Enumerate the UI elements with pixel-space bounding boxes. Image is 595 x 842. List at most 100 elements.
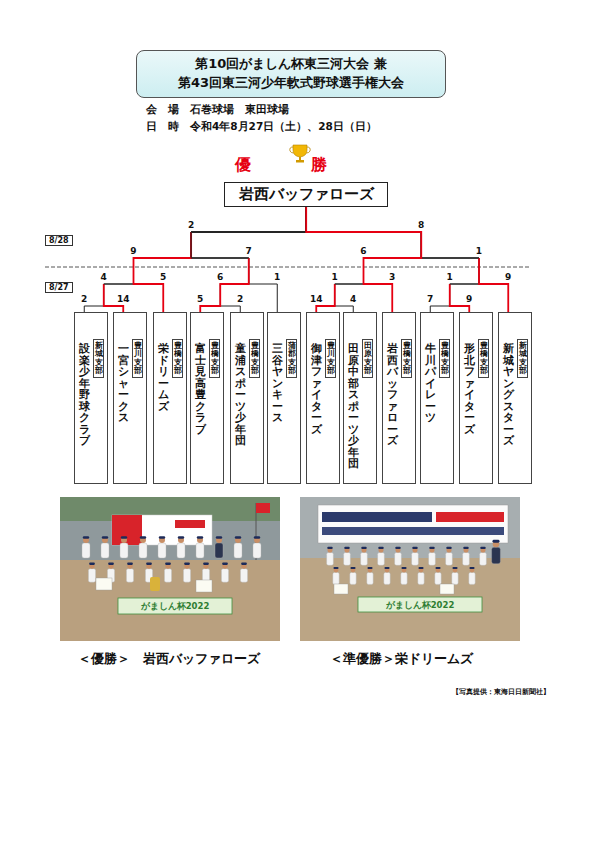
player-head: [378, 547, 383, 552]
score-wrap: 1: [438, 272, 462, 282]
player-body: [492, 547, 501, 564]
score-wrap: 1: [323, 272, 347, 282]
player-body: [412, 553, 419, 566]
team-name: 新城ヤングスターズ: [503, 343, 514, 447]
score-number: 9: [504, 272, 512, 282]
bracket-line: [306, 207, 421, 312]
score-number: 7: [426, 294, 434, 304]
photo-banner-red: [175, 520, 205, 528]
player-head: [419, 568, 424, 573]
branch-name: 豊橋支部: [441, 342, 449, 375]
player-cap: [102, 536, 108, 539]
photo-banner-stripe: [436, 512, 504, 522]
bracket-path: [306, 207, 421, 312]
team-name: 岩西バッファローズ: [387, 343, 398, 447]
score-number: 6: [216, 272, 224, 282]
player-cap: [412, 547, 417, 549]
flag: [256, 503, 270, 513]
certificate: [334, 584, 348, 594]
player-head: [102, 537, 108, 543]
player-head: [140, 537, 146, 543]
venue-line: 会 場 石巻球場 東田球場: [146, 103, 289, 115]
photo-dirt: [300, 558, 520, 641]
player-head: [178, 537, 184, 543]
player-cap: [452, 567, 457, 569]
player-body: [344, 553, 351, 566]
player-cap: [203, 563, 209, 565]
champion-box: 岩西バッファローズ: [224, 182, 388, 207]
player-head: [385, 568, 390, 573]
branch-tag: 豊橋支部: [249, 339, 261, 378]
player-head: [480, 547, 485, 552]
team-box: 新城ヤングスターズ新城支部: [498, 312, 532, 484]
player-head: [334, 568, 339, 573]
player-cap: [492, 540, 499, 543]
player-head: [361, 547, 366, 552]
champion-heading-wrap: 優 勝: [235, 155, 349, 176]
score-number: 9: [129, 246, 137, 256]
player-cap: [395, 547, 400, 549]
branch-name: 豊川支部: [327, 342, 335, 375]
branch-name: 豊橋支部: [174, 342, 182, 375]
photo-banner-stripe: [322, 512, 432, 522]
team-box: 牛川パイレーツ豊橋支部: [420, 312, 454, 484]
team-name: 富士見高豊クラブ: [195, 343, 206, 435]
player-cap: [216, 536, 222, 539]
sign-board: [358, 597, 482, 612]
winning-path: [200, 258, 249, 312]
photo-banner-stripe: [322, 527, 504, 535]
team-name: 童浦スポーツ少年団: [235, 343, 246, 447]
player-cap: [159, 536, 165, 539]
player-cap: [446, 547, 451, 549]
player-cap: [378, 547, 383, 549]
photo-banner: [112, 515, 212, 545]
score-number: 5: [159, 272, 167, 282]
score-wrap: 6: [208, 272, 232, 282]
score-wrap: 7: [237, 246, 261, 256]
bracket-line: [84, 207, 306, 312]
bracket-line: [306, 207, 421, 312]
score-wrap: 9: [122, 246, 146, 256]
player-body: [463, 553, 470, 566]
player-head: [368, 568, 373, 573]
branch-name: 豊橋支部: [211, 342, 219, 375]
score-wrap: 4: [341, 294, 365, 304]
score-wrap: 9: [496, 272, 520, 282]
team-box: 童浦スポーツ少年団豊橋支部: [230, 312, 264, 484]
score-wrap: 8: [409, 220, 433, 230]
player-body: [435, 572, 441, 584]
branch-name: 新城支部: [95, 342, 103, 375]
player-cap: [178, 536, 184, 539]
team-box: 御津ファイターズ豊川支部: [306, 312, 340, 484]
player-body: [429, 553, 436, 566]
bracket-path: [191, 207, 306, 258]
day-label: 8/27: [45, 282, 73, 293]
score-wrap: 2: [228, 294, 252, 304]
photo-caption-wrap: ＜準優勝＞栄ドリームズ: [330, 650, 473, 668]
player-cap: [254, 536, 260, 539]
player-body: [350, 572, 356, 584]
player-cap: [197, 536, 203, 539]
team-name: 御津ファイターズ: [311, 343, 322, 435]
player-head: [463, 547, 468, 552]
score-number: 1: [331, 272, 339, 282]
branch-tag: 豊橋支部: [401, 339, 413, 378]
bracket-path: [306, 207, 479, 312]
player-cap: [367, 567, 372, 569]
player-body: [164, 569, 171, 583]
player-body: [215, 543, 223, 558]
team-box: 栄ドリームズ豊橋支部: [153, 312, 187, 484]
player-head: [241, 563, 246, 568]
score-number: 7: [245, 246, 253, 256]
branch-tag: 豊橋支部: [209, 339, 221, 378]
team-name: 一宮シャークス: [118, 343, 129, 424]
winning-path: [134, 232, 192, 312]
photo-credit: 【写真提供：東海日日新聞社】: [452, 688, 550, 696]
score-number: 1: [273, 272, 281, 282]
player-body: [183, 569, 190, 583]
photo-champion: [60, 497, 280, 641]
player-head: [216, 537, 222, 543]
day-label-wrap: 8/27: [45, 283, 73, 292]
player-head: [344, 547, 349, 552]
